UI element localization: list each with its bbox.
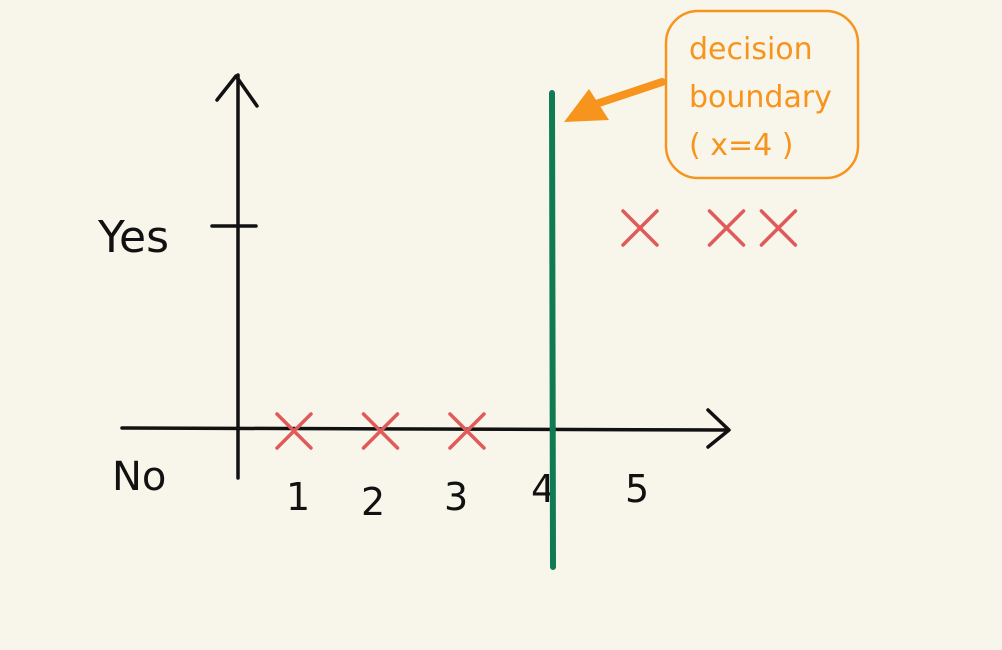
y-axis-arrowhead: [215, 74, 259, 108]
annotation-callout: decision boundary ( x=4 ): [564, 9, 860, 180]
data-point-x-mark: [759, 209, 798, 247]
annotation-line-3: ( x=4 ): [689, 128, 793, 163]
data-point-x-mark: [707, 209, 746, 247]
x-tick-label-3: 3: [444, 475, 468, 519]
y-tick-label-yes: Yes: [97, 212, 169, 263]
x-axis: [120, 426, 730, 432]
data-point-x-mark: [621, 209, 659, 247]
x-tick-label-5: 5: [625, 467, 649, 511]
annotation-line-1: decision: [689, 32, 813, 67]
annotation-arrow-head: [564, 89, 609, 122]
x-tick-labels: 1 2 3 4 5: [286, 467, 649, 524]
annotation-arrow-shaft: [592, 78, 666, 108]
x-tick-label-1: 1: [286, 475, 310, 519]
x-tick-label-2: 2: [361, 480, 385, 524]
decision-boundary-line: [549, 90, 556, 570]
x-axis-arrowhead: [706, 408, 731, 449]
data-points: [275, 209, 798, 450]
y-tick-label-no: No: [112, 454, 166, 500]
data-point-x-mark: [361, 412, 400, 450]
axes: [120, 73, 731, 480]
annotation-line-2: boundary: [689, 80, 832, 115]
data-point-x-mark: [275, 412, 313, 450]
annotation-box: [664, 9, 860, 180]
data-point-x-mark: [448, 412, 486, 450]
